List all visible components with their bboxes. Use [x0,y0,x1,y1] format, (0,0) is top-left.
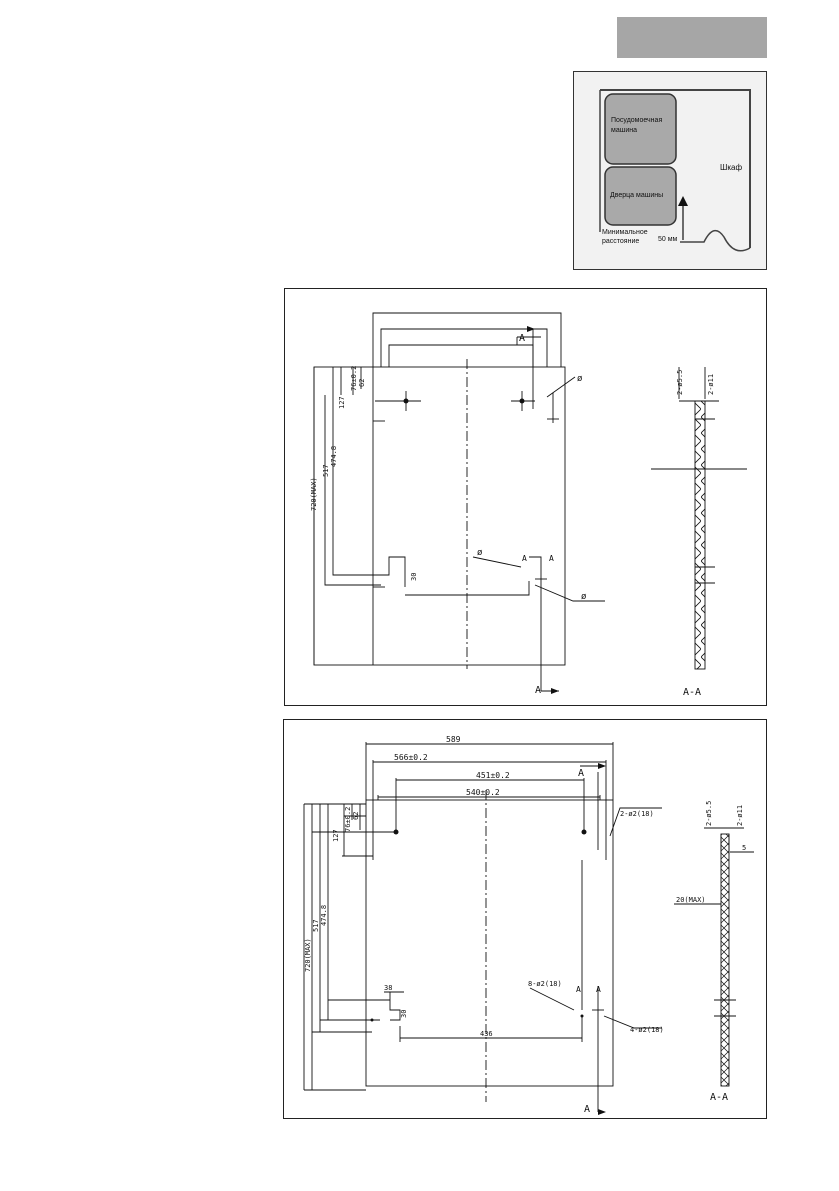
cabinet-cutout [680,229,751,252]
dim-474: 474.8 [330,446,338,467]
dim-474: 474.8 [320,905,328,926]
hole-5-5: 2-ø5.5 [676,370,684,395]
section-header-tab [617,17,767,58]
dim-451: 451±0.2 [476,771,510,780]
dishwasher-label-line1: Посудомоечная [611,117,662,124]
hole-callout-top: 2-ø2(18) [620,810,654,818]
min-distance-label-line2: расстояние [602,238,639,245]
dim-566: 566±0.2 [394,753,428,762]
section-marker-top: A [578,768,584,779]
diameter-callout-top: ø [577,374,583,384]
dishwasher-body [604,93,677,165]
section-view-label: A-A [683,687,701,698]
dim-30: 30 [400,1010,408,1018]
dim-589: 589 [446,735,461,744]
distance-value: 50 мм [658,236,678,243]
section-view-label: A-A [710,1092,728,1103]
section-profile [694,400,706,670]
panel-outline [365,799,614,1087]
panel-outline [313,366,566,666]
section-profile [720,833,730,1087]
dim-76: 76±0.2 [344,807,352,832]
installation-illustration: Посудомоечная машина Дверца машины Шкаф … [573,71,767,270]
dishwasher-door [604,166,677,226]
section-marker-top: A [519,333,525,344]
section-marker-mid-2: A [596,985,601,994]
dim-127: 127 [332,829,340,842]
section-marker-mid: A [576,985,581,994]
hole-callout-4: 4-ø2(18) [630,1026,664,1034]
dim-517: 517 [312,919,320,932]
door-label: Дверца машины [610,192,663,199]
dim-62: 62 [358,379,366,387]
min-distance-label-line1: Минимальное [602,229,648,236]
mounting-drawing-2: 589 566±0.2 451±0.2 540±0.2 A A A A 2-ø2… [283,719,767,1119]
hole-5-5: 2-ø5.5 [705,801,713,826]
dishwasher-label-line2: машина [611,127,637,134]
section-marker-mid-2: A [549,554,554,563]
mounting-drawing-1: A A A A A-A ø ø ø 76±0.2 62 127 474.8 51… [284,288,767,706]
cabinet-label: Шкаф [720,163,742,172]
hole-11: 2-ø11 [736,805,744,826]
diameter-callout-mid: ø [477,548,483,558]
dim-127: 127 [338,396,346,409]
dim-62: 62 [352,812,360,820]
cabinet-outline [600,89,751,248]
diameter-callout-bottom: ø [581,592,587,602]
dim-5: 5 [742,844,746,852]
section-marker-bottom: A [535,685,541,696]
dim-720: 720(MAX) [310,477,318,511]
section-marker-mid: A [522,554,527,563]
dim-540: 540±0.2 [466,788,500,797]
dim-20max: 20(MAX) [676,896,706,904]
dim-38: 38 [384,984,392,992]
dim-720: 720(MAX) [304,938,312,972]
hole-callout-8: 8-ø2(18) [528,980,562,988]
dim-76: 76±0.2 [350,366,358,391]
dim-436: 436 [480,1030,493,1038]
dim-517: 517 [322,464,330,477]
distance-arrow-icon [678,196,688,206]
dim-30: 30 [410,573,418,581]
section-marker-bottom: A [584,1104,590,1115]
hole-11: 2-ø11 [707,374,715,395]
